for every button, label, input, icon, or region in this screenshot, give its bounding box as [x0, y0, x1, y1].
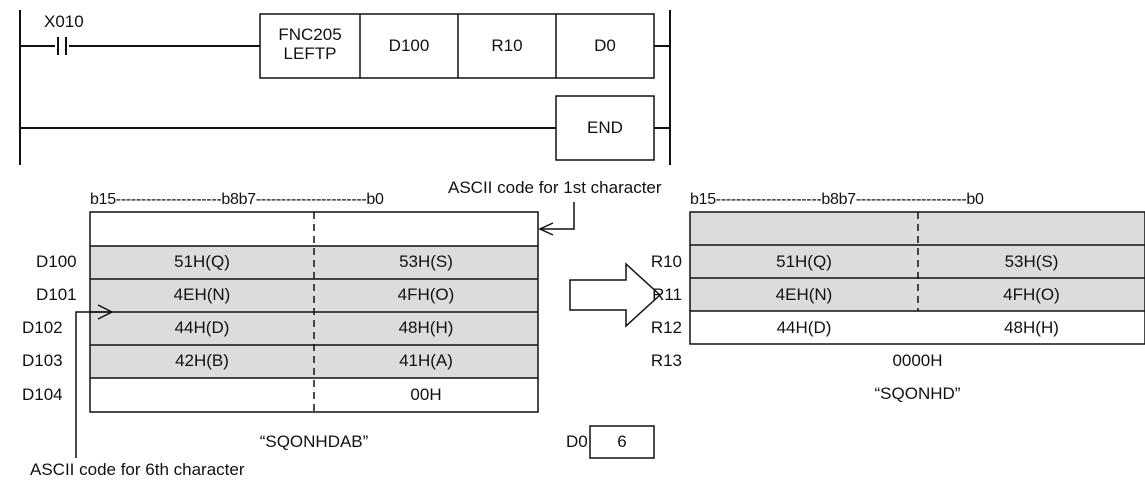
source-cell-high: 51H(Q) [174, 252, 230, 271]
source-string: “SQONHDAB” [259, 432, 369, 451]
result-row-label: R11 [652, 285, 682, 304]
source-bit-header: b15---------------------b8b7------------… [90, 191, 384, 208]
result-cell-high: 44H(D) [776, 318, 832, 337]
sixth-char-note: ASCII code for 6th character [30, 460, 245, 479]
count-box [589, 425, 655, 459]
count-label: D0 [566, 432, 588, 451]
operand-count: D0 [594, 36, 616, 55]
result-cell-low: 4FH(O) [1003, 285, 1060, 304]
operand-source: D100 [388, 36, 430, 55]
instruction-mnemonic: LEFTP [283, 44, 337, 63]
sixth-char-pointer [75, 311, 110, 458]
source-cell-high: 4EH(N) [173, 285, 231, 304]
result-row-label: R10 [650, 252, 682, 271]
source-cell-high: 42H(B) [175, 351, 229, 370]
source-row-label: D102 [22, 318, 63, 337]
result-cell-high: 4EH(N) [775, 285, 833, 304]
result-bit-header: b15---------------------b8b7------------… [690, 191, 984, 208]
source-cell-high: 44H(D) [174, 318, 230, 337]
source-table-graphics [89, 211, 539, 413]
result-table-graphics [689, 211, 1145, 345]
source-row-label: D103 [22, 351, 63, 370]
first-char-note: ASCII code for 1st character [448, 178, 662, 197]
first-char-pointer [540, 202, 575, 230]
operand-destination: R10 [491, 36, 523, 55]
source-cell-low: 4FH(O) [397, 285, 455, 304]
source-cell-low: 41H(A) [399, 351, 453, 370]
source-row-label: D104 [22, 385, 63, 404]
result-string: “SQONHD” [874, 384, 961, 403]
result-cell-high: 51H(Q) [776, 252, 832, 271]
result-row-label: R13 [650, 351, 682, 370]
transfer-arrow-icon [569, 262, 662, 328]
result-cell-full: 0000H [892, 351, 943, 370]
source-row-label: D101 [36, 285, 77, 304]
end-instruction: END [587, 118, 623, 137]
contact-label: X010 [44, 12, 84, 31]
result-row-label: R12 [650, 318, 682, 337]
source-cell-low: 53H(S) [399, 252, 453, 271]
result-cell-low: 53H(S) [1004, 252, 1059, 271]
instruction-code: FNC205 [278, 25, 342, 44]
count-value: 6 [617, 432, 627, 451]
instruction-box [259, 13, 655, 79]
result-cell-low: 48H(H) [1004, 318, 1059, 337]
source-row-label: D100 [36, 252, 77, 271]
source-cell-low: 00H [410, 385, 442, 404]
source-cell-low: 48H(H) [398, 318, 454, 337]
instruction-name: FNC205 LEFTP [260, 25, 360, 63]
